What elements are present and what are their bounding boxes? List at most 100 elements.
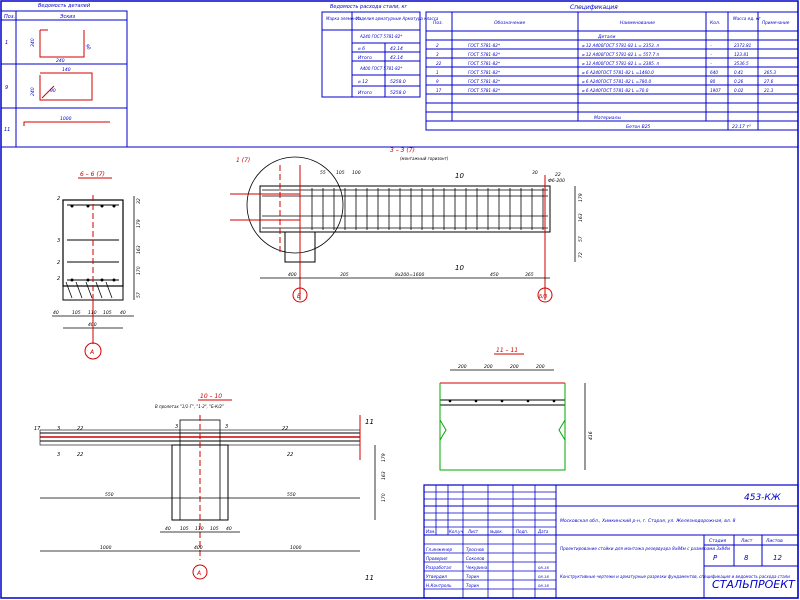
tb-col: Кол.уч. <box>449 529 464 534</box>
dim-66-h: 163 <box>136 245 142 254</box>
steel-group1-head: А240 ГОСТ 5781-82* <box>359 34 402 39</box>
spec-cell: ГОСТ 5781-82* <box>468 43 500 48</box>
tb-name: Торин <box>466 574 479 579</box>
section-cut-label: 10 <box>455 264 464 272</box>
dim-1111: 200 <box>458 364 467 370</box>
section-3-3: 3 – 3 (7) (монтажный горизонт) 1 (7) 55 … <box>230 147 584 303</box>
dim-1010-small: 40 <box>165 526 171 532</box>
dim-66-b: 40 <box>53 310 59 316</box>
spec-cell: ГОСТ 5781-82* <box>468 61 500 66</box>
dim-33-right: 179 <box>578 193 584 202</box>
dim-33-right: 163 <box>578 213 584 222</box>
steel-consumption-table: Ведомость расхода стали, кг Марка элемен… <box>321 4 439 98</box>
spec-section-details: Детали <box>597 34 616 40</box>
dim-33-top: 55 <box>320 170 326 176</box>
dim-33-bottom: 8х200=1600 <box>395 272 424 278</box>
dim-33-right: 57 <box>578 236 584 242</box>
dim-66-h: 57 <box>136 292 142 298</box>
mark-17: 17 <box>34 426 41 432</box>
spec-cell: 9 <box>436 79 439 84</box>
spec-cell: – <box>710 52 712 57</box>
spec-cell: – <box>710 61 712 66</box>
spec-cell: 80 <box>710 79 716 84</box>
spec-header: Поз. <box>433 20 443 26</box>
bending-dim: 1000 <box>60 116 72 122</box>
steel-group2-value: 5258.0 <box>390 79 406 85</box>
steel-group2-value: 5258.0 <box>390 90 406 96</box>
steel-group2-head: А400 ГОСТ 5781-82* <box>359 66 402 71</box>
dim-1010-bottom: 1000 <box>100 545 112 551</box>
spec-cell: ГОСТ 5781-82* <box>468 52 500 57</box>
mark-2: 2 <box>57 276 60 282</box>
bending-dim: 140 <box>62 67 71 73</box>
tb-col: Лист <box>467 529 479 534</box>
dim-33-top: 30 <box>532 170 538 176</box>
dim-66-h: 32 <box>136 198 142 204</box>
bending-title: Ведомость деталей <box>38 3 91 9</box>
dim-66-h: 170 <box>136 266 142 275</box>
dim-33-right: 72 <box>578 252 584 258</box>
spec-header: Примечание <box>762 20 790 25</box>
mark-3: 3 <box>57 426 60 432</box>
mark-3: 3 <box>57 238 60 244</box>
spec-cell: 2373.81 <box>734 43 752 48</box>
spec-cell: ⌀ 6 А240ГОСТ 5781-82 L =780.0 <box>582 79 651 84</box>
tb-stage: Р <box>713 554 718 562</box>
dim-33-ann: Ф6-200 <box>548 178 565 184</box>
dim-1010-bottom: 1000 <box>290 545 302 551</box>
tb-role: Утвердил <box>426 574 447 579</box>
steel-group1-value: 43.14 <box>390 46 403 52</box>
spec-cell: ⌀ 12 А400ГОСТ 5781-82 L = 557.7 п <box>582 52 659 57</box>
axis-callout-label: Б/3 <box>539 294 547 300</box>
mark-22: 22 <box>77 426 83 432</box>
section-cut-label: 11 <box>365 574 374 582</box>
tb-sheet-name: Конструктивные чертежи и арматурные разр… <box>560 574 790 579</box>
spec-title: Спецификация <box>570 4 618 11</box>
tb-company: СТАЛЬПРОЕКТ <box>712 578 796 591</box>
bending-schedule: Ведомость деталей Поз. Эскиз 1 9 11 340 … <box>0 3 128 148</box>
dim-1010-mid: 550 <box>105 492 114 498</box>
spec-cell: 123.81 <box>734 52 749 57</box>
spec-cell: 0.02 <box>734 88 744 93</box>
spec-header: Обозначение <box>494 20 525 26</box>
dim-66-b: 105 <box>72 310 81 316</box>
tb-name: Соколов <box>466 556 485 561</box>
bending-dim: 90 <box>84 43 92 51</box>
bending-dim: 340 <box>30 38 36 47</box>
steel-col-items: Изделия арматурные Арматура класса <box>356 16 439 21</box>
bending-row-pos: 11 <box>4 127 10 133</box>
spec-cell: ГОСТ 5781-82* <box>468 88 500 93</box>
spec-cell: 0.26 <box>734 79 744 84</box>
tb-col: Дата <box>537 529 549 534</box>
spec-material-mass: 23.17 т³ <box>732 124 751 130</box>
dim-1111: 200 <box>536 364 545 370</box>
dim-1010-small: 105 <box>180 526 189 532</box>
spec-cell: ГОСТ 5781-82* <box>468 79 500 84</box>
bending-col-pos: Поз. <box>4 14 15 20</box>
spec-cell: 17 <box>436 88 442 93</box>
spec-header: Кол. <box>710 20 720 26</box>
dim-33-bottom: 450 <box>490 272 499 278</box>
specification-table: Спецификация Поз. Обозначение Наименован… <box>425 4 799 131</box>
section-6-6: 6 – 6 (7) 32 179 163 170 57 40 105 110 1… <box>52 171 142 360</box>
mark-22: 22 <box>287 452 293 458</box>
section-cut-label: 10 <box>455 172 464 180</box>
tb-name: Чекурина <box>466 565 488 570</box>
axis-callout <box>537 287 553 303</box>
dim-1111: 200 <box>484 364 493 370</box>
node-circle <box>246 156 344 254</box>
spec-cell: ⌀ 12 А400ГОСТ 5781-82 L = 2353. п <box>582 43 659 48</box>
tb-name: Троснов <box>466 547 484 552</box>
tb-date: 08.16 <box>538 583 549 588</box>
dim-1010-small: 40 <box>226 526 232 532</box>
section-10-10: 10 – 10 В пролетах "1/1-Г", "1-2", "Б-К/… <box>34 393 387 582</box>
tb-object: Проектирование стойки для монтажа резерв… <box>560 546 730 551</box>
bending-col-sketch: Эскиз <box>59 14 76 20</box>
tb-sheet: 8 <box>744 554 749 562</box>
spec-header: Масса ед. кг <box>733 16 761 21</box>
tb-sheets-h: Листов <box>765 538 783 544</box>
bending-dim: 240 <box>30 87 36 96</box>
spec-cell: 27.6 <box>764 79 774 84</box>
bending-row-pos: 1 <box>5 40 8 46</box>
